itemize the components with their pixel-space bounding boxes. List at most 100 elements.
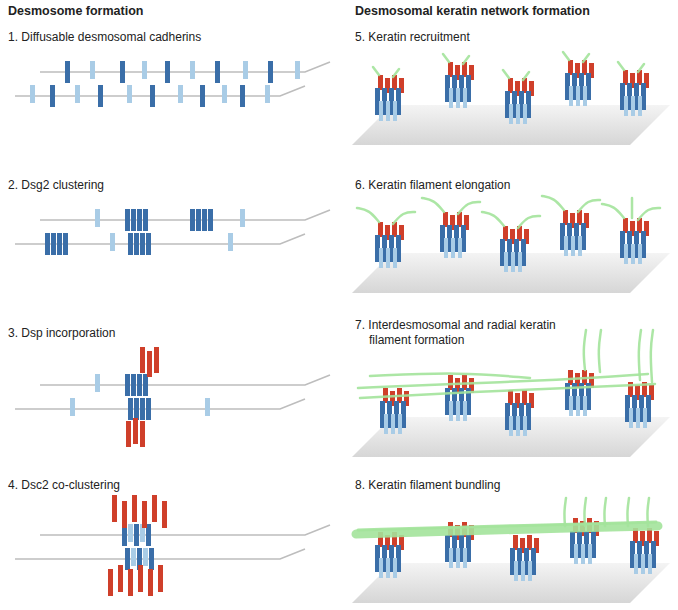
protein-bar [528, 561, 532, 581]
protein-bar [178, 85, 183, 103]
protein-bar [448, 62, 453, 77]
protein-bar [147, 351, 152, 377]
protein-bar [131, 548, 136, 566]
keratin-panels [352, 52, 670, 603]
protein-bar [215, 61, 220, 83]
keratin-filament [357, 208, 379, 222]
protein-bar [513, 535, 518, 550]
keratin-filament [393, 212, 415, 224]
protein-bar [463, 88, 467, 108]
keratin-filament [542, 196, 564, 210]
keratin-filament [584, 498, 586, 526]
protein-bar [158, 565, 163, 592]
protein-bar [243, 61, 248, 79]
membrane-line [40, 375, 330, 385]
protein-bar [516, 416, 520, 436]
keratin-filament [604, 498, 606, 526]
protein-bar [205, 398, 210, 416]
protein-bar [137, 209, 142, 231]
membrane-line [40, 210, 330, 220]
protein-bar [379, 101, 383, 121]
protein-bar [57, 233, 62, 255]
keratin-filament [647, 498, 649, 526]
protein-bar [569, 86, 573, 106]
column-heading: Desmosome formation [8, 4, 143, 19]
protein-bar [128, 233, 133, 255]
protein-bar [120, 61, 125, 83]
protein-bar [142, 501, 147, 528]
protein-bar [146, 398, 151, 420]
protein-bar [449, 548, 453, 568]
protein-bar [146, 233, 151, 255]
protein-bar [122, 501, 127, 528]
keratin-filament [463, 56, 469, 64]
protein-bar [631, 244, 635, 264]
protein-bar [240, 209, 245, 227]
protein-bar [162, 501, 167, 528]
protein-bar [131, 209, 136, 231]
protein-bar [378, 75, 383, 90]
protein-bar [576, 86, 580, 106]
keratin-filament [443, 54, 449, 62]
protein-bar [581, 544, 585, 564]
protein-bar [624, 96, 628, 116]
protein-bar [65, 61, 70, 83]
protein-bar [268, 61, 273, 83]
protein-bar [623, 70, 628, 85]
protein-bar [265, 85, 270, 103]
protein-bar [208, 209, 213, 231]
keratin-filament [360, 384, 655, 398]
protein-bar [624, 244, 628, 264]
protein-bar [574, 544, 578, 564]
step-label: 3. Dsp incorporation [8, 326, 115, 341]
protein-bar [190, 209, 195, 231]
protein-bar [522, 390, 527, 405]
protein-bar [128, 569, 133, 596]
protein-bar [634, 554, 638, 574]
protein-bar [240, 85, 245, 107]
step-label: 1. Diffusable desmosomal cadherins [8, 30, 201, 45]
protein-bar [521, 561, 525, 581]
protein-bar [196, 209, 201, 231]
keratin-filament [373, 67, 379, 75]
keratin-filament [602, 204, 624, 218]
protein-bar [588, 544, 592, 564]
protein-bar [456, 88, 460, 108]
keratin-filament [639, 330, 641, 380]
protein-bar [509, 416, 513, 436]
protein-bar [641, 554, 645, 574]
keratin-filament [523, 72, 529, 80]
protein-bar [149, 548, 154, 570]
protein-bar [128, 398, 133, 420]
protein-bar [143, 374, 148, 396]
protein-bar [398, 414, 402, 434]
membrane-line [15, 549, 305, 559]
protein-bar [90, 61, 95, 79]
protein-bar [386, 248, 390, 268]
keratin-filament [618, 62, 624, 70]
protein-bar [140, 398, 145, 420]
protein-bar [503, 226, 508, 241]
protein-bar [583, 396, 587, 416]
protein-bar [384, 414, 388, 434]
membrane-line [40, 525, 330, 535]
protein-bar [200, 85, 205, 107]
protein-bar [527, 535, 532, 550]
protein-bar [451, 238, 455, 258]
membrane-line [40, 62, 330, 72]
protein-bar [150, 85, 155, 107]
protein-bar [444, 238, 448, 258]
protein-bar [133, 418, 138, 444]
keratin-filament [627, 498, 629, 526]
protein-bar [142, 61, 147, 79]
keratin-filament [370, 374, 530, 378]
protein-bar [148, 569, 153, 596]
protein-bar [623, 218, 628, 233]
protein-bar [118, 565, 123, 592]
step-label: 2. Dsg2 clustering [8, 178, 104, 193]
protein-bar [140, 233, 145, 255]
keratin-filament [482, 212, 504, 226]
protein-bar [154, 347, 159, 373]
